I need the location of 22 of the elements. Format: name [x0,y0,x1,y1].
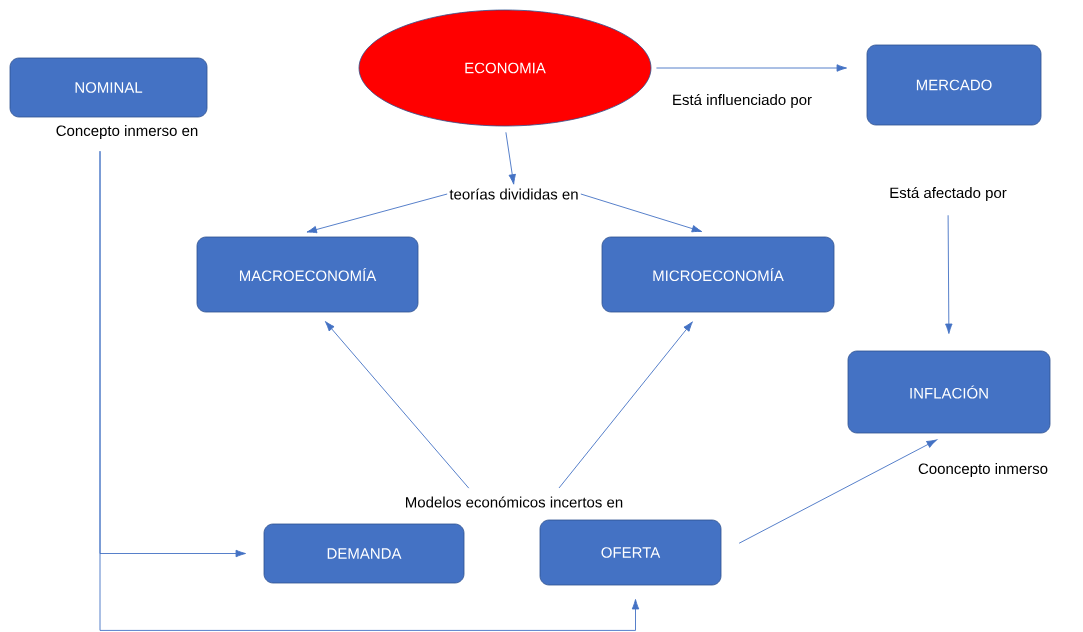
link-text: Concepto inmerso en [56,125,198,139]
edge-label: Cooncepto inmerso [917,462,1050,478]
arrow [945,214,953,334]
link-text: Está afectado por [890,186,1007,202]
concept-box: MICROECONOMÍA [601,236,835,313]
arrow [655,64,847,72]
concept-box: INFLACIÓN [847,350,1051,434]
arrow [306,193,448,234]
concept-box: NOMINAL [9,57,208,118]
concept-box: MACROECONOMÍA [196,236,419,313]
arrow [558,321,693,489]
concept-box: OFERTA [539,519,722,586]
arrow [99,150,640,631]
link-text: Modelos económicos incertos en [406,496,623,508]
concept-box: MERCADO [866,44,1042,126]
edge-label: Está influenciado por [670,92,814,110]
arrow [324,321,470,489]
arrow [738,439,937,544]
link-text: teorías divididas en [449,188,578,200]
concept-box: DEMANDA [263,523,465,584]
arrow [580,193,703,233]
arrow [505,131,516,185]
